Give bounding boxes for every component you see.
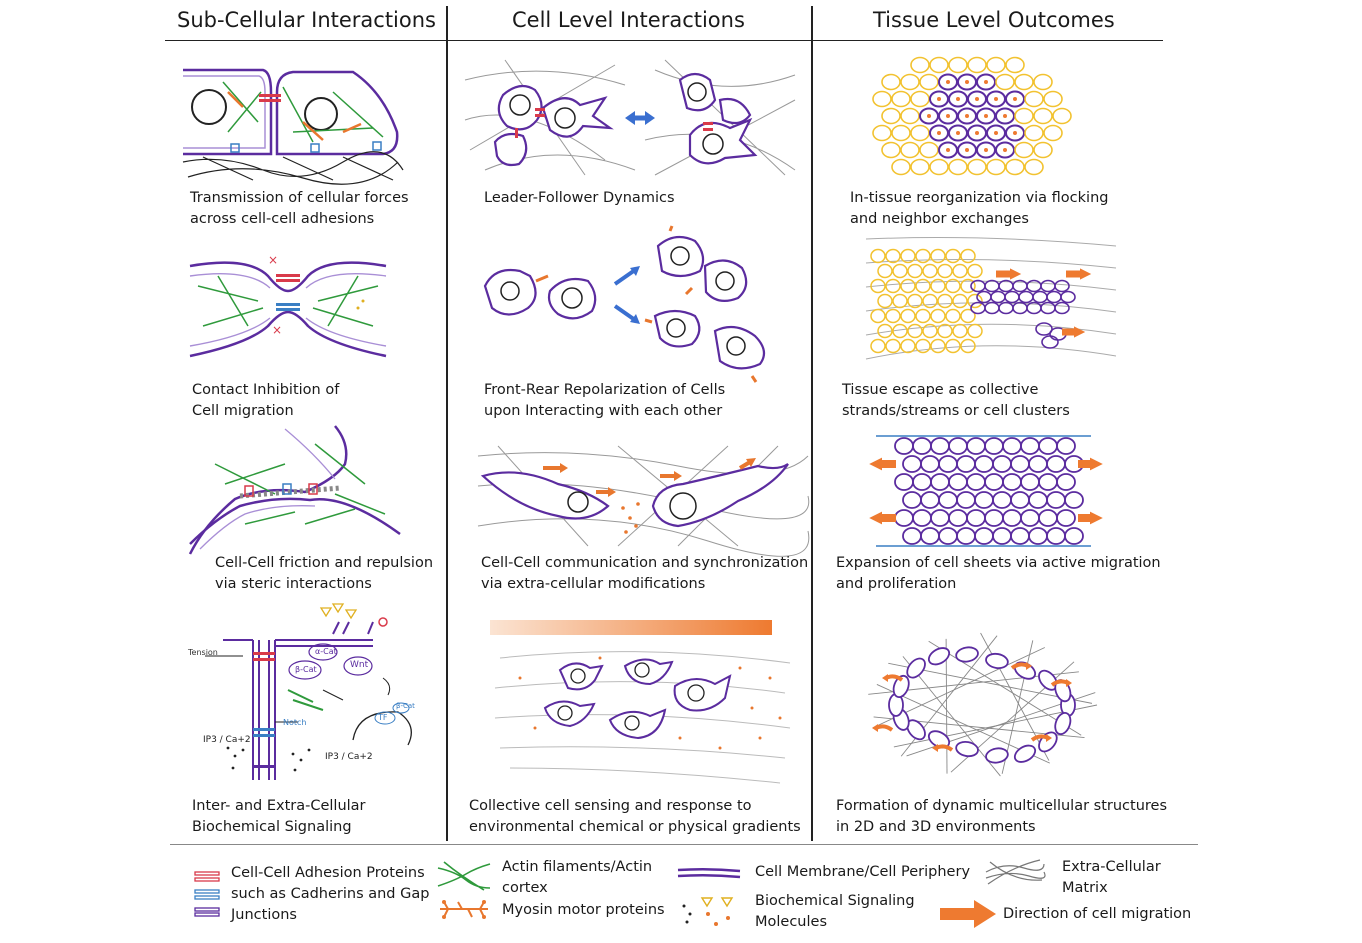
legend-direction-arrow-icon	[940, 900, 996, 928]
legend-myosin-label: Myosin motor proteins	[502, 902, 665, 918]
legend-ecm-label: Extra-Cellular Matrix	[1062, 859, 1161, 896]
legend-adhesion-icon	[194, 871, 220, 917]
figure-ecm-communication	[477, 445, 810, 557]
column-divider-right	[811, 6, 813, 841]
caption-multicellular-structures: Formation of dynamic multicellular struc…	[836, 798, 1168, 835]
figure-sheet-expansion	[869, 435, 1103, 547]
header-cell-level: Cell Level Interactions	[512, 8, 745, 32]
label-b-cat: β-Cat	[295, 665, 317, 674]
label-notch: Notch	[283, 718, 307, 727]
caption-contact-inhibition: Contact Inhibition of Cell migration	[192, 382, 340, 419]
caption-cell-friction: Cell-Cell friction and repulsion via ste…	[215, 555, 434, 592]
caption-sheet-expansion: Expansion of cell sheets via active migr…	[836, 555, 1161, 592]
legend-divider	[170, 844, 1198, 845]
legend-ecm-icon	[985, 859, 1046, 885]
label-wnt: Wnt	[350, 660, 369, 670]
caption-front-rear-repolarization: Front-Rear Repolarization of Cells upon …	[484, 382, 726, 419]
caption-gradient-sensing: Collective cell sensing and response to …	[469, 798, 801, 835]
figure-tissue-escape	[865, 237, 1117, 360]
column-divider-left	[446, 6, 448, 841]
figure-contact-inhibition: × ×	[189, 253, 387, 358]
label-a-cat: α-Cat	[315, 647, 337, 656]
svg-text:×: ×	[268, 253, 278, 267]
header-sub-cellular: Sub-Cellular Interactions	[177, 8, 436, 32]
figure-gradient-sensing	[490, 620, 791, 784]
legend-actin-icon	[437, 861, 491, 891]
figure-in-tissue-reorganization	[872, 56, 1072, 176]
figure-force-transmission	[182, 68, 404, 185]
label-ip3-right: IP3 / Ca+2	[325, 752, 373, 762]
legend-membrane-label: Cell Membrane/Cell Periphery	[755, 864, 971, 880]
header-underline	[165, 40, 1163, 41]
caption-biochemical-signaling: Inter- and Extra-Cellular Biochemical Si…	[192, 798, 366, 835]
figure-cell-friction	[188, 425, 401, 555]
caption-in-tissue-reorganization: In-tissue reorganization via flocking an…	[850, 190, 1109, 227]
legend-actin-label: Actin filaments/Actin cortex	[502, 859, 653, 896]
legend-membrane-icon	[677, 867, 741, 879]
caption-ecm-communication: Cell-Cell communication and synchronizat…	[481, 555, 809, 592]
caption-leader-follower: Leader-Follower Dynamics	[484, 190, 675, 206]
svg-text:×: ×	[272, 323, 282, 337]
caption-force-transmission: Transmission of cellular forces across c…	[190, 190, 409, 227]
legend-adhesion-label: Cell-Cell Adhesion Proteins such as Cadh…	[231, 865, 430, 923]
figure-biochemical-signaling	[205, 603, 412, 780]
legend-myosin-icon	[440, 900, 488, 919]
figure-leader-follower	[464, 59, 796, 176]
header-tissue-level: Tissue Level Outcomes	[873, 8, 1115, 32]
label-b-cat-nucleus: β-Cat	[396, 702, 415, 710]
caption-tissue-escape: Tissue escape as collective strands/stre…	[842, 382, 1070, 419]
label-ip3-left: IP3 / Ca+2	[203, 735, 251, 745]
label-tf: TF	[378, 713, 388, 722]
figure-multicellular-structures	[868, 632, 1098, 777]
legend-signaling-icon	[682, 897, 734, 926]
label-tension: Tension	[188, 648, 218, 657]
figure-front-rear-repolarization	[483, 225, 766, 383]
legend-signaling-label: Biochemical Signaling Molecules	[755, 893, 915, 930]
legend-direction-label: Direction of cell migration	[1003, 906, 1192, 922]
